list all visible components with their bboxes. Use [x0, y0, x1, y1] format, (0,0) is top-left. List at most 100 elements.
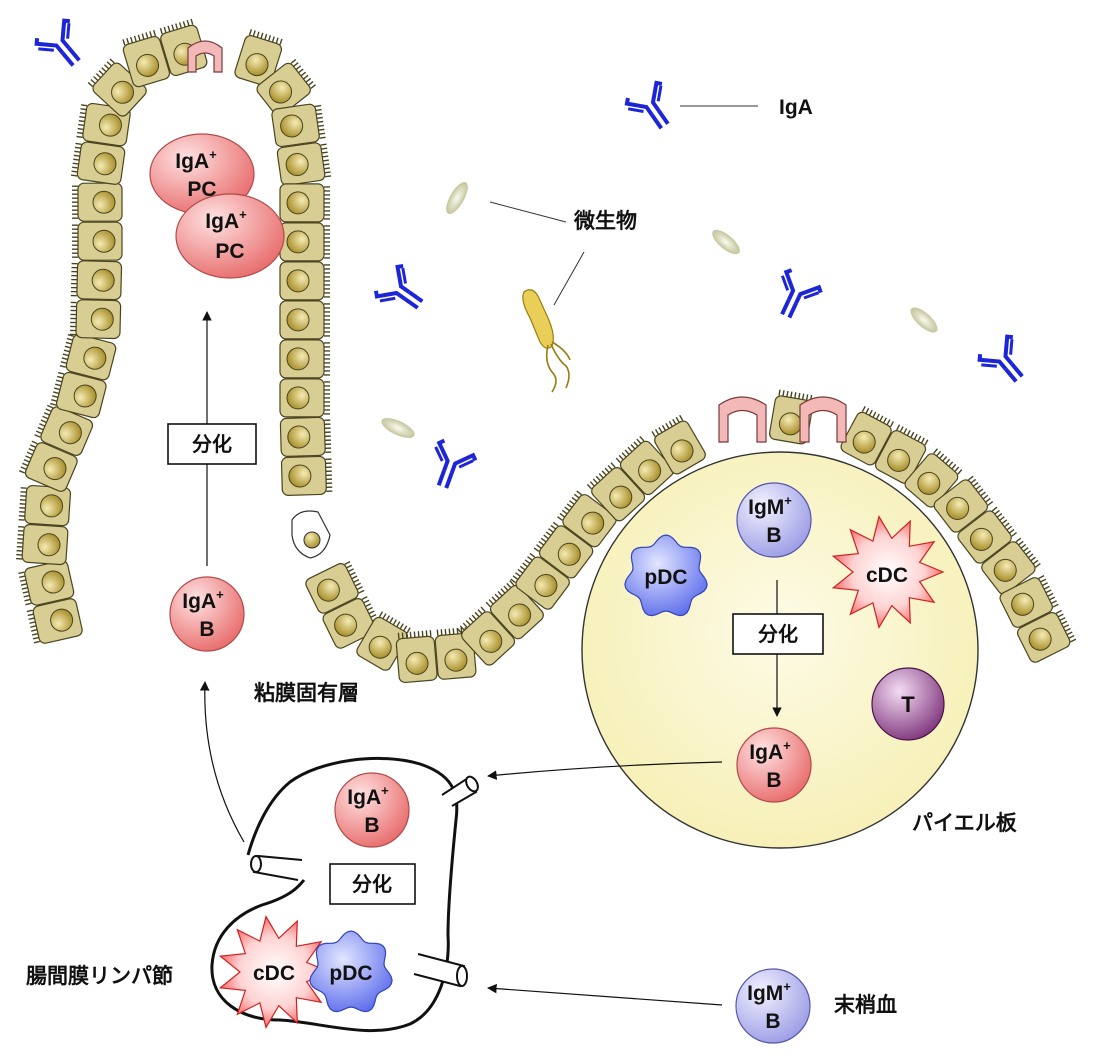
epithelial-cell — [933, 475, 994, 533]
iga-b-cell: IgA+ B — [169, 576, 245, 652]
svg-text:IgM+: IgM+ — [747, 979, 791, 1005]
epithelial-cell — [34, 404, 94, 456]
iga-b-cell: IgA+ B — [736, 727, 812, 803]
cdc-cell: cDC — [831, 515, 945, 629]
epithelial-cell — [1016, 609, 1077, 663]
mesenteric-ln-label: 腸間膜リンパ節 — [26, 964, 173, 988]
antibody-iga-icon — [34, 18, 81, 67]
epithelial-cell — [533, 521, 594, 579]
peyers-patch-label: パイエル板 — [912, 812, 1018, 835]
epithelial-cell — [957, 506, 1017, 564]
cell-label: IgM — [747, 982, 783, 1005]
epithelial-cell — [234, 29, 283, 87]
antibody-iga-icon — [373, 263, 424, 310]
antibody-group — [34, 18, 1024, 489]
cell-label-sup: + — [783, 979, 791, 994]
iga-label: IgA — [779, 96, 813, 119]
cell-label: B — [199, 618, 214, 641]
pdc-cell: pDC — [624, 534, 708, 617]
cell-label: PC — [215, 240, 244, 263]
cell-label: pDC — [644, 566, 687, 589]
iga-plasma-cell: IgA+ PC — [175, 193, 285, 279]
epithelial-cell — [395, 630, 438, 684]
epithelial-cell — [271, 103, 326, 148]
epithelial-cell — [18, 484, 72, 527]
arrow-pp-to-mln — [487, 761, 723, 780]
microbe-icon — [381, 418, 415, 438]
svg-text:IgA+: IgA+ — [175, 147, 217, 173]
svg-text:IgA+: IgA+ — [749, 738, 791, 764]
cdc-cell: cDC — [218, 915, 332, 1029]
epithelial-cell — [485, 580, 544, 640]
antibody-iga-icon — [977, 334, 1024, 383]
diff-label: 分化 — [352, 872, 392, 896]
igm-b-cell: IgM+ B — [735, 968, 811, 1044]
microbe-group — [381, 182, 938, 438]
cell-label: pDC — [329, 962, 372, 985]
cell-label-sup: + — [216, 587, 224, 602]
epithelial-cell — [70, 141, 126, 185]
antibody-iga-icon — [780, 268, 823, 319]
epithelial-cell — [510, 552, 570, 610]
epithelial-cell — [59, 334, 117, 381]
epithelial-cell — [279, 261, 330, 301]
lamina-propria-label: 粘膜固有層 — [254, 681, 359, 705]
epithelial-cell — [72, 182, 123, 222]
goblet-cell-pp-1 — [718, 396, 767, 443]
microbe-label: 微生物 — [573, 209, 637, 233]
cell-label-sup: + — [381, 783, 389, 798]
epithelial-cell — [18, 560, 75, 606]
cell-label: IgM — [748, 496, 784, 519]
epithelial-cell — [280, 455, 333, 496]
epithelial-cell — [279, 339, 330, 379]
epithelial-cell — [999, 575, 1059, 628]
epithelial-cell — [122, 29, 171, 88]
epithelial-cell — [981, 537, 1041, 595]
goblet-cell-pp-2 — [799, 396, 847, 443]
epithelial-cell — [586, 462, 646, 522]
epithelial-cell — [840, 406, 895, 466]
epithelial-cell — [434, 626, 477, 680]
microbe-icon — [446, 182, 468, 214]
epithelial-cell — [15, 523, 69, 566]
diff-box-pp: 分化 — [732, 613, 824, 655]
cell-label-sup: + — [209, 147, 217, 162]
iga-b-cell: IgA+ B — [334, 772, 410, 848]
epithelial-cell — [279, 222, 330, 262]
epithelial-cell — [305, 561, 365, 614]
antibody-iga-icon — [624, 80, 670, 130]
epithelial-cell — [26, 598, 83, 644]
diff-label: 分化 — [192, 432, 232, 456]
cell-label: B — [765, 1010, 780, 1033]
cell-label: IgA — [205, 210, 239, 233]
cell-label: cDC — [253, 962, 295, 985]
epithelial-cell — [456, 606, 516, 666]
epithelial-cell — [50, 371, 107, 419]
cell-label: IgA — [347, 786, 381, 809]
epithelial-cell — [70, 260, 123, 301]
pdc-cell: pDC — [309, 930, 393, 1013]
cell-label: PC — [187, 178, 216, 201]
cell-label-sup: + — [784, 493, 792, 508]
cell-label: cDC — [866, 564, 908, 587]
epithelial-cell — [72, 221, 123, 261]
flagellated-bacterium-icon — [522, 289, 571, 393]
m-cell — [291, 510, 331, 559]
epithelial-cell — [615, 435, 674, 496]
svg-text:IgA+: IgA+ — [205, 207, 247, 233]
epithelial-cell — [874, 424, 929, 484]
epithelial-cell — [276, 142, 332, 186]
epithelial-cell — [256, 59, 317, 117]
svg-text:IgA+: IgA+ — [347, 783, 389, 809]
cell-label: IgA — [175, 150, 209, 173]
arrow-blood-to-mln — [487, 983, 723, 1006]
epithelial-cell — [279, 300, 330, 340]
microbe-icon — [910, 307, 938, 333]
cell-label: B — [766, 769, 781, 792]
t-cell: T — [871, 667, 945, 741]
cell-label: B — [364, 814, 379, 837]
cell-label: IgA — [749, 741, 783, 764]
epithelial-cell — [279, 416, 332, 457]
epithelial-cell — [356, 611, 411, 671]
